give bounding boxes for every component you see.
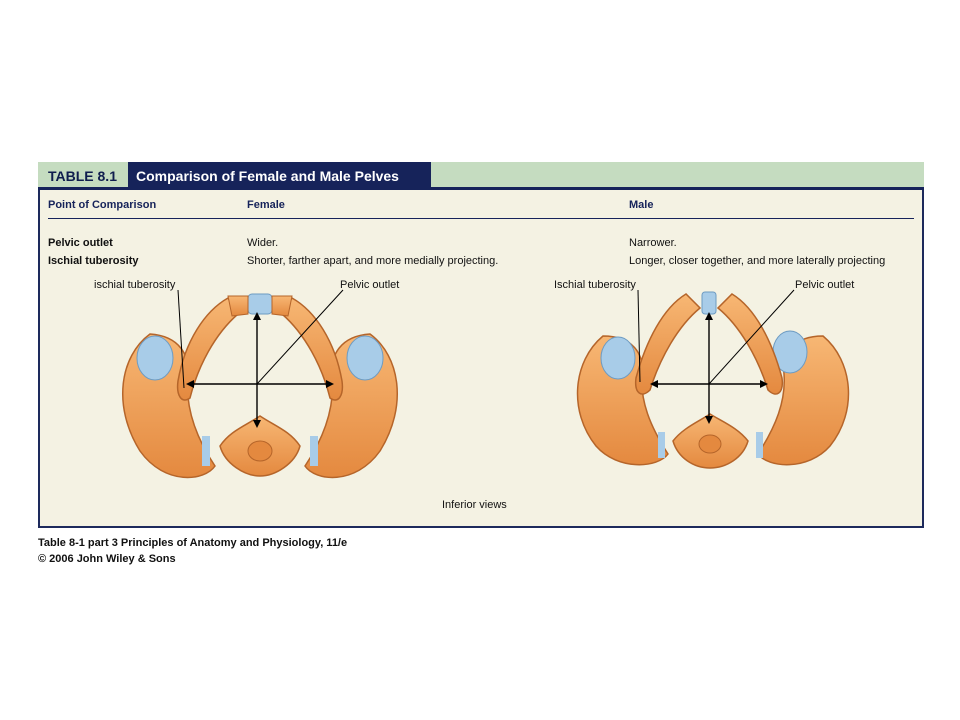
- row-label-ischial-tuberosity: Ischial tuberosity: [48, 255, 139, 267]
- footer-line-1: Table 8-1 part 3 Principles of Anatomy a…: [38, 537, 348, 549]
- male-pelvis-illustration: [576, 289, 850, 469]
- female-pelvis-illustration: [121, 289, 399, 479]
- row-female-pelvic-outlet: Wider.: [247, 237, 279, 249]
- female-right-acetabulum: [346, 335, 384, 381]
- female-left-acetabulum: [136, 335, 174, 381]
- male-pubic-symphysis: [701, 291, 717, 315]
- female-left-ramus: [176, 296, 239, 401]
- male-ischial-callout: Ischial tuberosity: [554, 279, 636, 291]
- male-outlet-callout: Pelvic outlet: [795, 279, 855, 291]
- header-point: Point of Comparison: [48, 199, 157, 211]
- female-pubic-symphysis: [247, 293, 273, 315]
- footer-line-2: © 2006 John Wiley & Sons: [38, 553, 176, 565]
- male-right-ramus: [716, 293, 784, 395]
- header-rule: [48, 218, 914, 219]
- header-male: Male: [629, 199, 654, 211]
- header-female: Female: [247, 199, 285, 211]
- figure-caption: Inferior views: [442, 499, 507, 511]
- female-ischial-callout: ischial tuberosity: [94, 279, 176, 291]
- female-outlet-callout: Pelvic outlet: [340, 279, 400, 291]
- table-number: TABLE 8.1: [48, 167, 117, 184]
- row-male-ischial-tuberosity: Longer, closer together, and more latera…: [629, 255, 886, 267]
- male-left-acetabulum: [600, 336, 636, 380]
- male-left-ramus: [634, 293, 702, 395]
- female-right-ramus: [281, 296, 344, 401]
- row-female-ischial-tuberosity: Shorter, farther apart, and more mediall…: [247, 255, 499, 267]
- row-label-pelvic-outlet: Pelvic outlet: [48, 237, 113, 249]
- title-rule: [38, 187, 924, 190]
- row-male-pelvic-outlet: Narrower.: [629, 237, 677, 249]
- table-title: Comparison of Female and Male Pelves: [128, 162, 431, 189]
